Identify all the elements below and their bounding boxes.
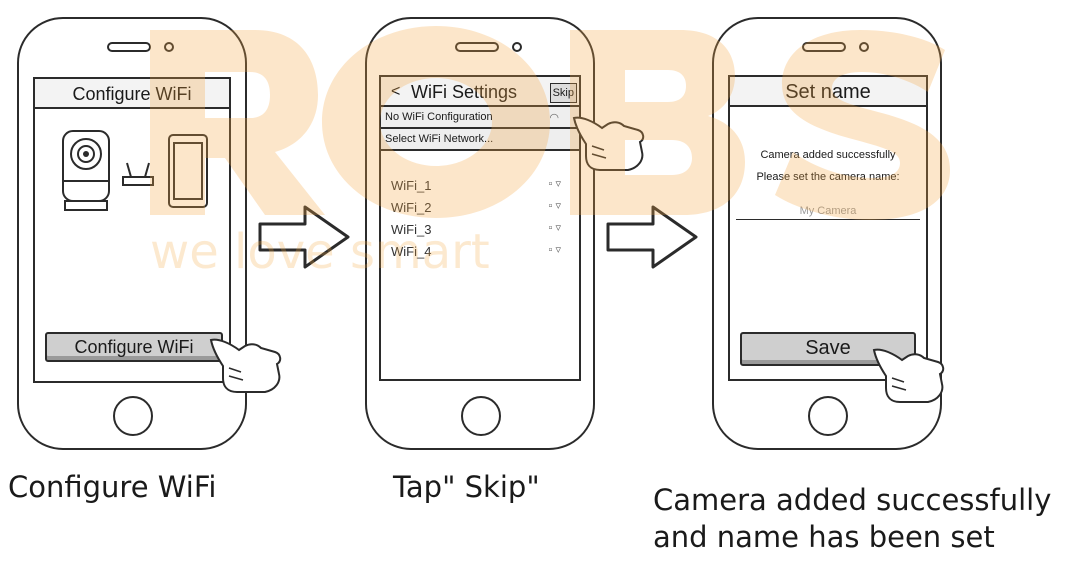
speaker-slot — [802, 42, 846, 52]
camera-icon — [62, 130, 110, 211]
screen-step-1: Configure WiFi Configure WiFi — [33, 77, 231, 383]
wifi-network-list: WiFi_1 ▫ ▿ WiFi_2 ▫ ▿ WiFi_3 ▫ ▿ WiFi_4 … — [391, 177, 569, 265]
wifi-signal-icon: ◠ — [549, 112, 559, 124]
wifi-signal-icon: ▫ ▿ — [548, 178, 561, 190]
screen-step-2: < WiFi Settings Skip No WiFi Configurati… — [379, 75, 581, 381]
screen-title-bar: < WiFi Settings Skip — [381, 77, 579, 107]
screen-title: Configure WiFi — [35, 79, 229, 109]
phone-icon — [168, 134, 208, 208]
phone-step-2: < WiFi Settings Skip No WiFi Configurati… — [365, 17, 595, 450]
front-camera-dot — [859, 42, 869, 52]
list-item[interactable]: WiFi_2 ▫ ▿ — [391, 199, 569, 221]
pointing-hand-icon — [572, 116, 645, 171]
success-message-line-2: Please set the camera name: — [756, 171, 900, 183]
wifi-network-name: WiFi_4 — [391, 244, 432, 259]
camera-name-placeholder: My Camera — [799, 205, 857, 217]
wifi-signal-icon: ▫ ▿ — [548, 200, 561, 212]
select-wifi-network-label: Select WiFi Network... — [385, 133, 494, 145]
step-3-caption-line-2: and name has been set — [653, 520, 995, 554]
list-item[interactable]: WiFi_3 ▫ ▿ — [391, 221, 569, 243]
router-icon — [122, 162, 154, 186]
pointing-hand-icon — [872, 348, 945, 403]
configure-wifi-button[interactable]: Configure WiFi — [45, 332, 223, 362]
screen-title: WiFi Settings — [411, 82, 518, 102]
select-wifi-network-row[interactable]: Select WiFi Network... — [381, 129, 579, 151]
no-wifi-configuration-label: No WiFi Configuration — [385, 111, 493, 123]
home-button — [461, 396, 501, 436]
pointing-hand-icon — [209, 338, 282, 393]
skip-button[interactable]: Skip — [549, 83, 577, 103]
success-message-line-1: Camera added successfully — [760, 149, 896, 161]
list-item[interactable]: WiFi_4 ▫ ▿ — [391, 243, 569, 265]
front-camera-dot — [164, 42, 174, 52]
screen-title: Set name — [730, 77, 926, 107]
home-button — [113, 396, 153, 436]
right-arrow-icon — [258, 205, 350, 269]
phone-step-1: Configure WiFi Configure WiFi — [17, 17, 247, 450]
speaker-slot — [107, 42, 151, 52]
step-1-caption: Configure WiFi — [8, 470, 217, 504]
speaker-slot — [455, 42, 499, 52]
wifi-network-name: WiFi_1 — [391, 178, 432, 193]
back-icon[interactable]: < — [391, 83, 401, 100]
wifi-signal-icon: ▫ ▿ — [548, 244, 561, 256]
screen-step-3: Set name Camera added successfully Pleas… — [728, 75, 928, 381]
wifi-signal-icon: ▫ ▿ — [548, 222, 561, 234]
step-3-caption-line-1: Camera added successfully — [653, 483, 1052, 517]
wifi-network-name: WiFi_3 — [391, 222, 432, 237]
camera-name-input[interactable]: My Camera — [736, 201, 920, 220]
wifi-network-name: WiFi_2 — [391, 200, 432, 215]
list-item[interactable]: WiFi_1 ▫ ▿ — [391, 177, 569, 199]
right-arrow-icon — [606, 205, 698, 269]
home-button — [808, 396, 848, 436]
step-2-caption: Tap" Skip" — [393, 470, 540, 504]
device-illustration — [62, 130, 208, 211]
phone-step-3: Set name Camera added successfully Pleas… — [712, 17, 942, 450]
front-camera-dot — [512, 42, 522, 52]
no-wifi-configuration-row[interactable]: No WiFi Configuration ◠ — [381, 107, 579, 129]
